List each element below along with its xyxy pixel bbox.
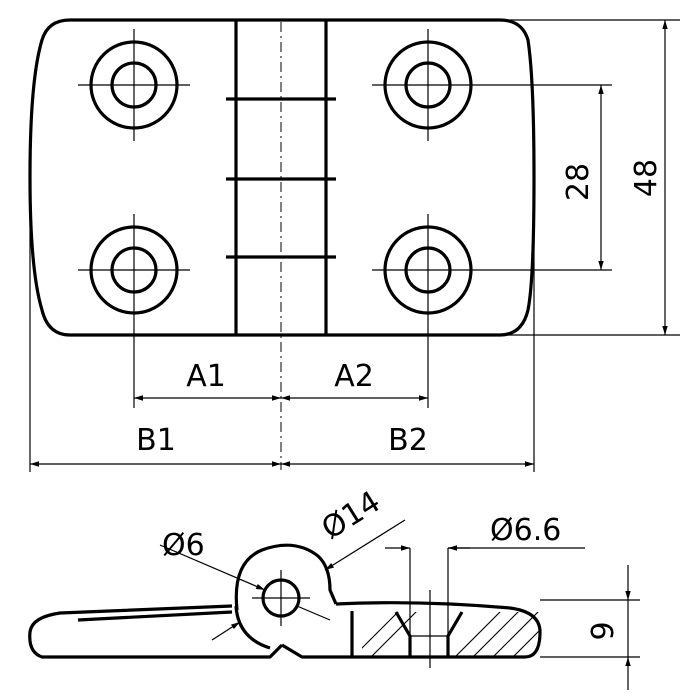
dimension-a2-label: A2 [334,359,374,394]
hole-top-right [372,29,545,141]
dimension-dia-6-label: Ø6 [162,528,205,563]
dimension-a1-label: A1 [186,359,226,394]
dimension-b1-label: B1 [136,423,176,458]
dimension-b2-label: B2 [388,423,428,458]
countersunk-hole [394,611,464,657]
right-leaf [281,601,542,659]
hole-top-left [78,29,190,141]
dimension-48-label: 48 [629,159,664,197]
dimension-9-label: 9 [586,621,621,640]
dimension-dia-6-line [159,544,266,591]
hole-bottom-right [372,214,545,408]
knuckle-joints [226,97,336,259]
side-view: Ø6.6 9 Ø6 Ø14 [28,484,640,690]
dimension-dia-14-line [324,519,406,571]
dimension-dia-6-6-label: Ø6.6 [490,513,561,548]
top-view: 48 28 A1 A2 B1 B2 [28,18,680,472]
knuckle-profile [234,543,338,611]
left-leaf [28,604,284,659]
hole-bottom-left [78,214,190,408]
dimension-28-label: 28 [561,163,596,201]
